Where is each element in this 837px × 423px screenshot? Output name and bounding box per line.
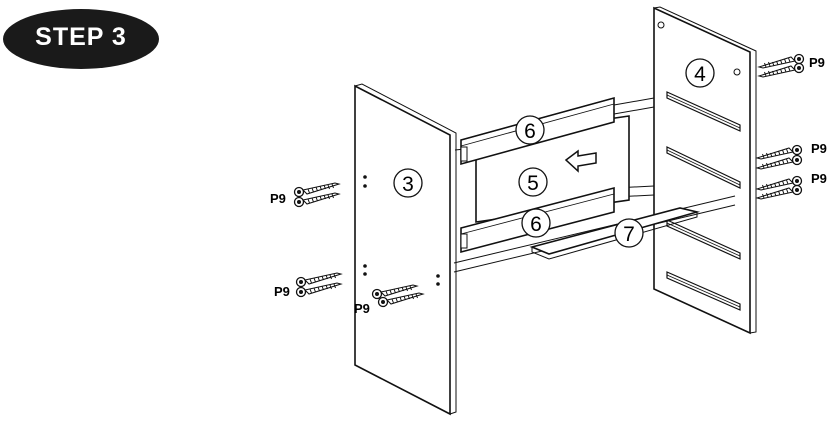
part-4-callout: 4 xyxy=(685,58,715,88)
part-6-bottom-number: 6 xyxy=(530,213,542,236)
step-badge: STEP 3 xyxy=(3,9,159,69)
hardware-label-right-middle: P9 xyxy=(811,141,827,156)
part-7-number: 7 xyxy=(623,223,635,246)
part-3-number: 3 xyxy=(402,173,414,196)
part-7-callout: 7 xyxy=(614,218,644,248)
direction-arrow xyxy=(564,149,597,173)
panel-3 xyxy=(354,83,457,416)
panel-4 xyxy=(653,6,757,335)
part-6-top-number: 6 xyxy=(524,120,536,143)
hardware-label-left-upper: P9 xyxy=(270,191,286,206)
drawer-slide-middle-right xyxy=(666,146,741,189)
hardware-label-left-lower: P9 xyxy=(274,284,290,299)
part-4-number: 4 xyxy=(694,63,706,86)
step-label: STEP 3 xyxy=(35,23,127,51)
screws-left-upper xyxy=(293,182,340,208)
drawer-slide-bottom-right xyxy=(666,271,741,311)
part-5-number: 5 xyxy=(527,172,539,195)
screws-right-middle xyxy=(756,144,803,170)
hardware-label-right-top: P9 xyxy=(809,55,825,70)
step-badge-background xyxy=(3,9,159,69)
screws-left-lower xyxy=(295,272,342,298)
part-6-top-callout: 6 xyxy=(515,115,545,145)
screws-right-lower xyxy=(756,175,803,200)
drawer-slide-lower-right xyxy=(666,219,741,260)
part-6-bottom-callout: 6 xyxy=(521,208,551,238)
screws-right-top xyxy=(758,53,805,78)
drawer-slide-upper-right xyxy=(666,91,741,132)
part-3-callout: 3 xyxy=(393,168,423,198)
hardware-label-left-bottom: P9 xyxy=(354,301,370,316)
part-5-callout: 5 xyxy=(518,167,548,197)
hardware-label-right-lower: P9 xyxy=(811,171,827,186)
